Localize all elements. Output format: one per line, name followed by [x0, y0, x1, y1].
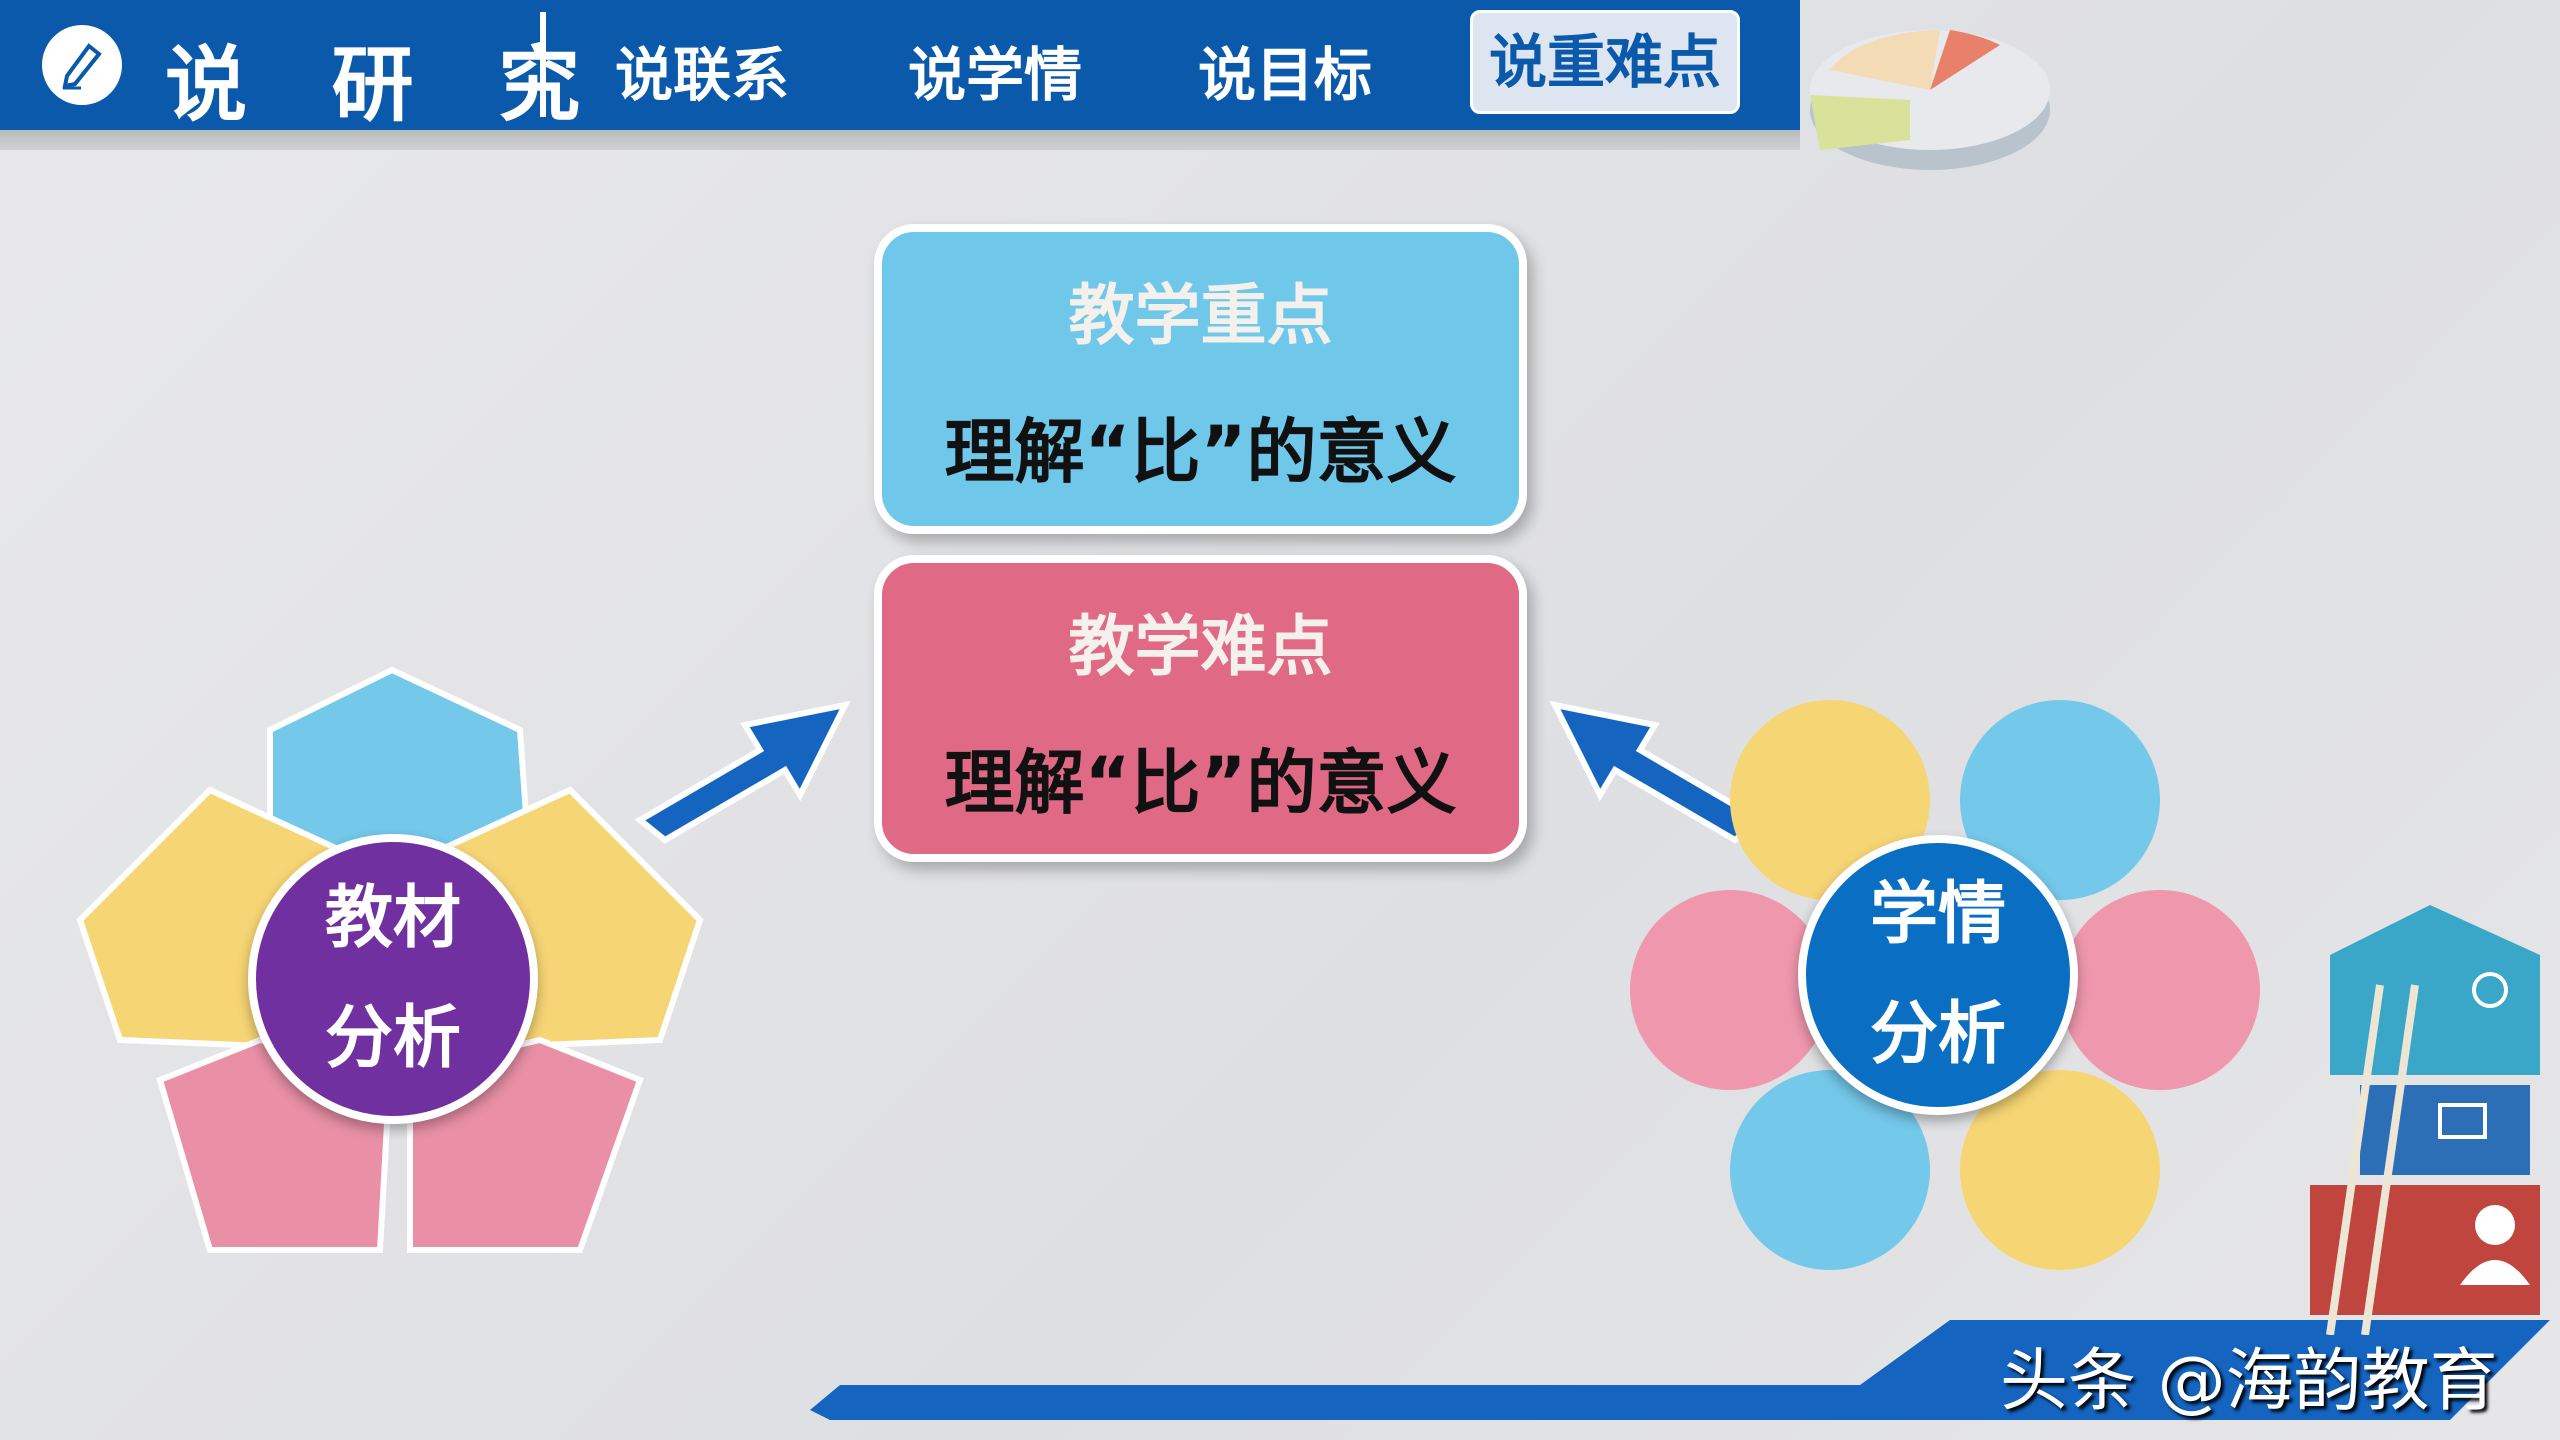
arrow-up-left-icon — [1549, 700, 1766, 844]
header-shadow-strip — [0, 130, 1800, 150]
key-point-title: 教学重点 — [1068, 277, 1333, 354]
student-analysis-line2: 分析 — [1869, 995, 2006, 1074]
arrow-up-right-icon — [634, 700, 851, 844]
stacked-blocks-icon — [2310, 905, 2540, 1335]
key-point-content: 理解“比”的意义 — [944, 411, 1457, 493]
bottom-stripe — [810, 1320, 2550, 1420]
pie-chart-icon — [1810, 30, 2050, 170]
watermark: 头条 @海韵教育 — [2000, 1342, 2498, 1421]
textbook-analysis-line2: 分析 — [324, 999, 461, 1078]
tab-connection[interactable]: 说联系 — [615, 41, 790, 109]
difficult-point-box: 教学难点 理解“比”的意义 — [874, 555, 1527, 862]
tab-objectives[interactable]: 说目标 — [1198, 41, 1373, 109]
key-point-box: 教学重点 理解“比”的意义 — [874, 224, 1527, 534]
difficult-point-title: 教学难点 — [1068, 608, 1333, 685]
page-title: 说 研 究 — [165, 38, 609, 133]
textbook-analysis-badge: 教材 分析 — [248, 834, 538, 1124]
difficult-point-content: 理解“比”的意义 — [944, 742, 1457, 824]
textbook-analysis-line1: 教材 — [324, 879, 461, 958]
student-analysis-line1: 学情 — [1869, 875, 2006, 954]
header-divider — [540, 12, 546, 117]
pencil-icon — [42, 25, 122, 105]
tab-key-difficult-points[interactable]: 说重难点 — [1470, 10, 1741, 114]
tab-student-analysis[interactable]: 说学情 — [908, 41, 1083, 109]
student-analysis-badge: 学情 分析 — [1798, 835, 2078, 1115]
right-flower-petals — [1630, 700, 2260, 1270]
